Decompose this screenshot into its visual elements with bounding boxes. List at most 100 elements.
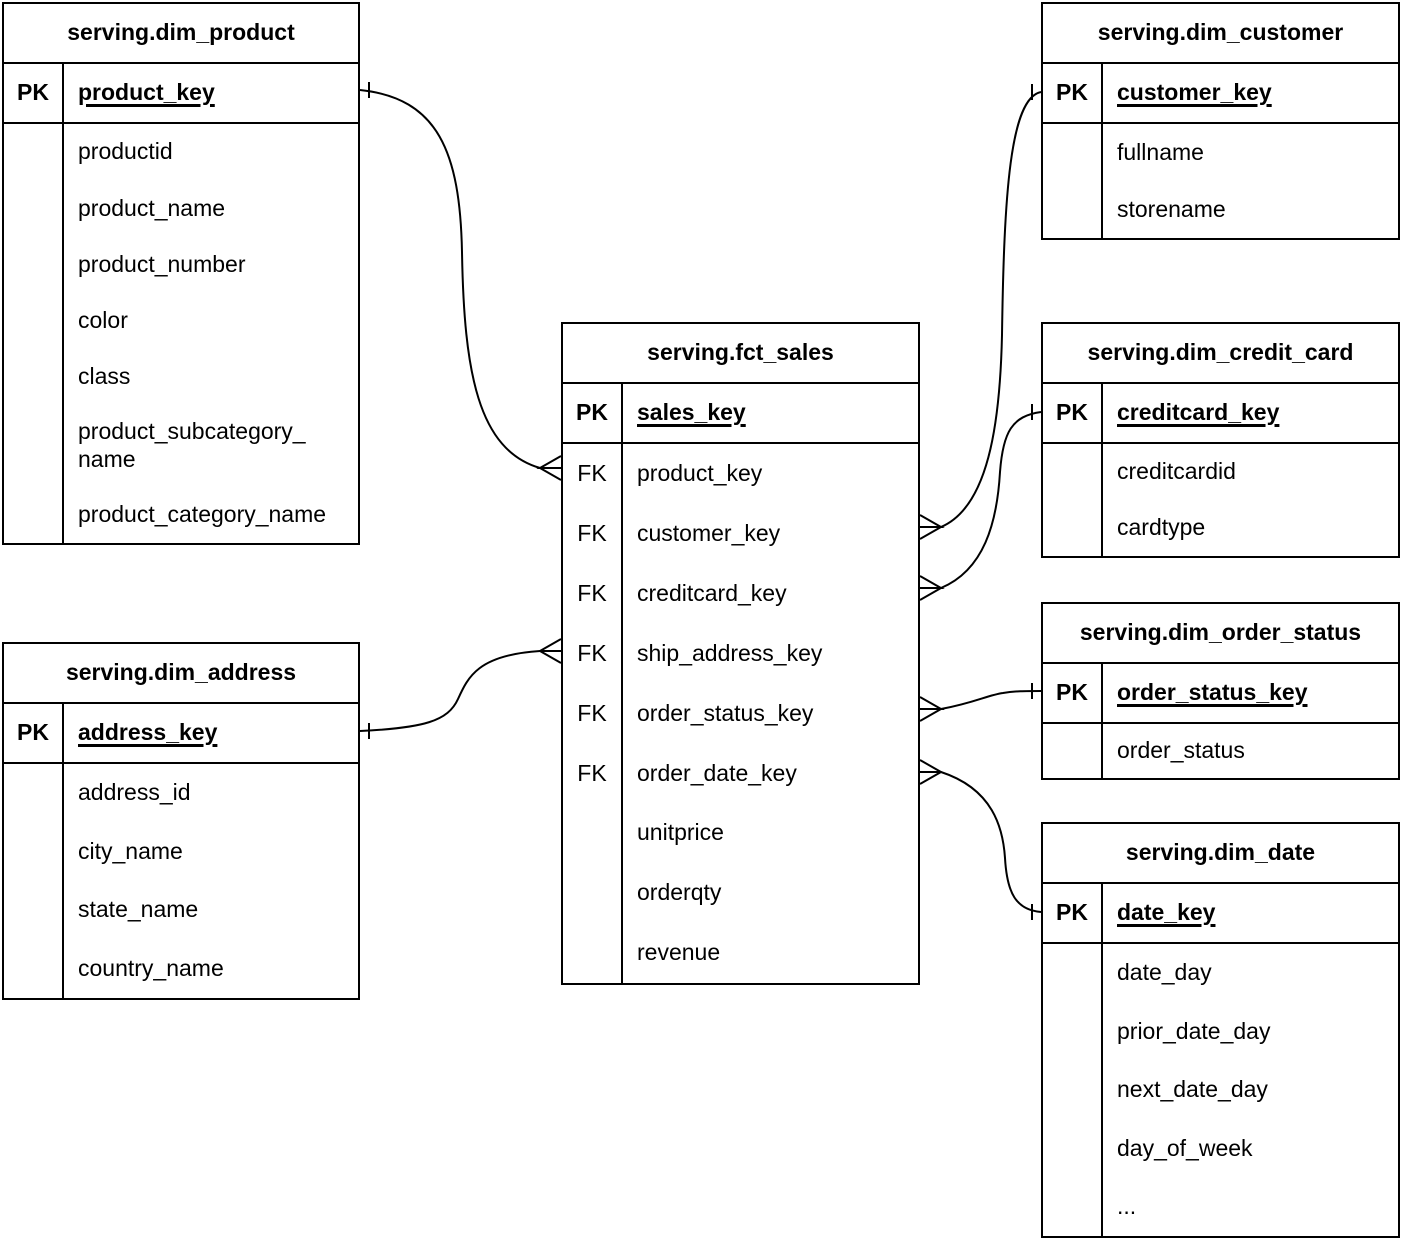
- pk-label: PK: [1043, 664, 1103, 722]
- pk-field-name: date_key: [1117, 899, 1216, 926]
- pk-label: PK: [1043, 884, 1103, 942]
- table-title: serving.dim_address: [4, 644, 358, 704]
- field-name: product_name: [78, 194, 226, 221]
- cardinality-many-crowfoot: [919, 759, 945, 785]
- field-name: state_name: [78, 896, 199, 923]
- field-key-label: [1043, 444, 1103, 500]
- field-row: country_name: [4, 939, 358, 998]
- relationship-line: [940, 771, 1042, 913]
- table-body: date_day prior_date_day next_date_day day_o…: [1043, 944, 1398, 1237]
- field-row: orderqty: [563, 863, 918, 924]
- field-name: prior_date_day: [1117, 1017, 1271, 1044]
- cardinality-many-crowfoot: [919, 696, 945, 722]
- field-row: fullname: [1043, 124, 1398, 181]
- field-row: FK order_status_key: [563, 683, 918, 744]
- field-key-label: [1043, 1002, 1103, 1061]
- field-name: day_of_week: [1117, 1134, 1253, 1161]
- field-key-label: [4, 822, 64, 881]
- field-row: FK customer_key: [563, 503, 918, 564]
- field-row: date_day: [1043, 944, 1398, 1003]
- field-key-label: [1043, 1119, 1103, 1178]
- field-row: product_name: [4, 180, 358, 237]
- field-row: cardtype: [1043, 500, 1398, 556]
- table-title: serving.fct_sales: [563, 324, 918, 384]
- field-key-label: [1043, 944, 1103, 1003]
- field-name: product_key: [637, 460, 763, 487]
- field-name: fullname: [1117, 138, 1204, 165]
- field-name: productid: [78, 138, 173, 165]
- field-name: unitprice: [637, 819, 724, 846]
- relationship-line: [940, 690, 1042, 710]
- table-body: address_id city_name state_name country_nam…: [4, 764, 358, 998]
- field-key-label: FK: [563, 683, 623, 744]
- field-key-label: [563, 923, 623, 984]
- field-key-label: [1043, 124, 1103, 181]
- pk-field-name: order_status_key: [1117, 679, 1308, 706]
- pk-label: PK: [4, 64, 64, 122]
- field-key-label: FK: [563, 503, 623, 564]
- field-key-label: FK: [563, 563, 623, 624]
- table-title: serving.dim_credit_card: [1043, 324, 1398, 384]
- cardinality-many-crowfoot: [536, 455, 562, 481]
- cardinality-many-crowfoot: [919, 514, 945, 540]
- field-name: orderqty: [637, 879, 722, 906]
- cardinality-many-crowfoot: [919, 575, 945, 601]
- connector-fct_sales-ship_address_key--dim_address: [359, 638, 562, 739]
- pk-label: PK: [4, 704, 64, 762]
- field-key-label: [4, 292, 64, 349]
- field-name: order_status_key: [637, 699, 814, 726]
- field-row: order_status: [1043, 724, 1398, 778]
- field-row: storename: [1043, 181, 1398, 238]
- field-key-label: [1043, 724, 1103, 778]
- table-title: serving.dim_product: [4, 4, 358, 64]
- field-row: state_name: [4, 881, 358, 940]
- pk-label: PK: [1043, 384, 1103, 442]
- field-name: customer_key: [637, 520, 781, 547]
- field-key-label: [4, 939, 64, 998]
- field-row: revenue: [563, 923, 918, 984]
- table-body: order_status: [1043, 724, 1398, 778]
- field-name: ship_address_key: [637, 639, 823, 666]
- field-row: ...: [1043, 1177, 1398, 1237]
- field-row: productid: [4, 124, 358, 181]
- field-key-label: [4, 764, 64, 823]
- field-name: order_date_key: [637, 759, 797, 786]
- field-key-label: FK: [563, 444, 623, 504]
- field-name: next_date_day: [1117, 1076, 1268, 1103]
- connector-fct_sales-order_date_key--dim_date: [919, 759, 1042, 920]
- field-key-label: [4, 405, 64, 487]
- pk-field-name: address_key: [78, 719, 218, 746]
- pk-label: PK: [563, 384, 623, 442]
- field-key-label: [1043, 1060, 1103, 1120]
- field-row: product_category_name: [4, 486, 358, 543]
- table-body: fullname storename: [1043, 124, 1398, 238]
- table-title: serving.dim_date: [1043, 824, 1398, 884]
- pk-row: PK address_key: [4, 704, 358, 764]
- connector-fct_sales-customer_key--dim_customer: [919, 84, 1042, 540]
- field-name: country_name: [78, 954, 224, 981]
- field-name: date_day: [1117, 959, 1212, 986]
- field-name: city_name: [78, 837, 183, 864]
- field-row: next_date_day: [1043, 1060, 1398, 1120]
- field-name: cardtype: [1117, 514, 1206, 541]
- connector-fct_sales-order_status_key--dim_order_status: [919, 683, 1042, 722]
- field-row: FK product_key: [563, 444, 918, 504]
- pk-field-name: customer_key: [1117, 79, 1272, 106]
- field-row: day_of_week: [1043, 1119, 1398, 1178]
- field-name: product_category_name: [78, 501, 327, 528]
- relationship-line: [940, 411, 1042, 589]
- field-name: address_id: [78, 779, 191, 806]
- field-row: class: [4, 348, 358, 406]
- field-row: address_id: [4, 764, 358, 823]
- pk-field-name: sales_key: [637, 399, 746, 426]
